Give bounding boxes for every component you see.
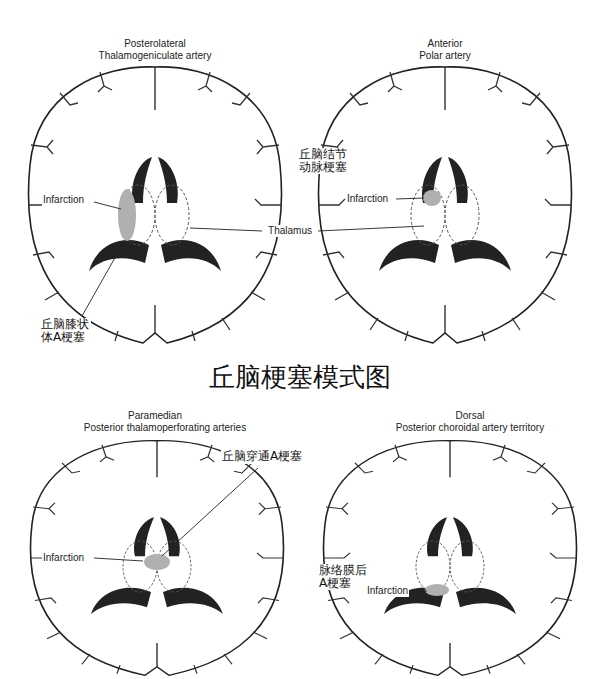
infarct-area: [423, 190, 441, 206]
leader-lines: [82, 198, 427, 591]
brain-outline: [30, 441, 283, 676]
infarction-label: Infarction: [366, 585, 409, 597]
infarction-label: Infarction: [42, 194, 85, 206]
heading-label: Thalamogeniculate artery: [99, 50, 212, 62]
chinese-annotation: 丘脑结节动脉梗塞: [298, 148, 349, 174]
heading-label: Paramedian: [128, 410, 182, 422]
chinese-annotation: 脉络膜后A梗塞: [318, 564, 369, 590]
brain-outline: [28, 67, 281, 343]
infarction-label: Infarction: [42, 552, 85, 564]
diagram-title: 丘脑梗塞模式图: [205, 360, 395, 395]
infarct-area: [425, 584, 449, 596]
heading-label: Dorsal: [456, 410, 485, 422]
heading-label: Posterolateral: [124, 38, 186, 50]
chinese-annotation: 丘脑膝状体A梗塞: [40, 318, 91, 344]
infarct-area: [118, 189, 136, 241]
brain-outline: [323, 441, 576, 676]
infarction-label: Infarction: [346, 193, 389, 205]
infarct-area: [144, 554, 170, 570]
heading-label: Polar artery: [419, 50, 471, 62]
heading-label: Posterior choroidal artery territory: [396, 422, 544, 434]
structure-label: Thalamus: [267, 225, 313, 237]
chinese-annotation: 丘脑穿通A梗塞: [221, 450, 303, 464]
heading-label: Posterior thalamoperforating arteries: [84, 422, 246, 434]
brain-outline: [318, 67, 571, 343]
heading-label: Anterior: [427, 38, 462, 50]
